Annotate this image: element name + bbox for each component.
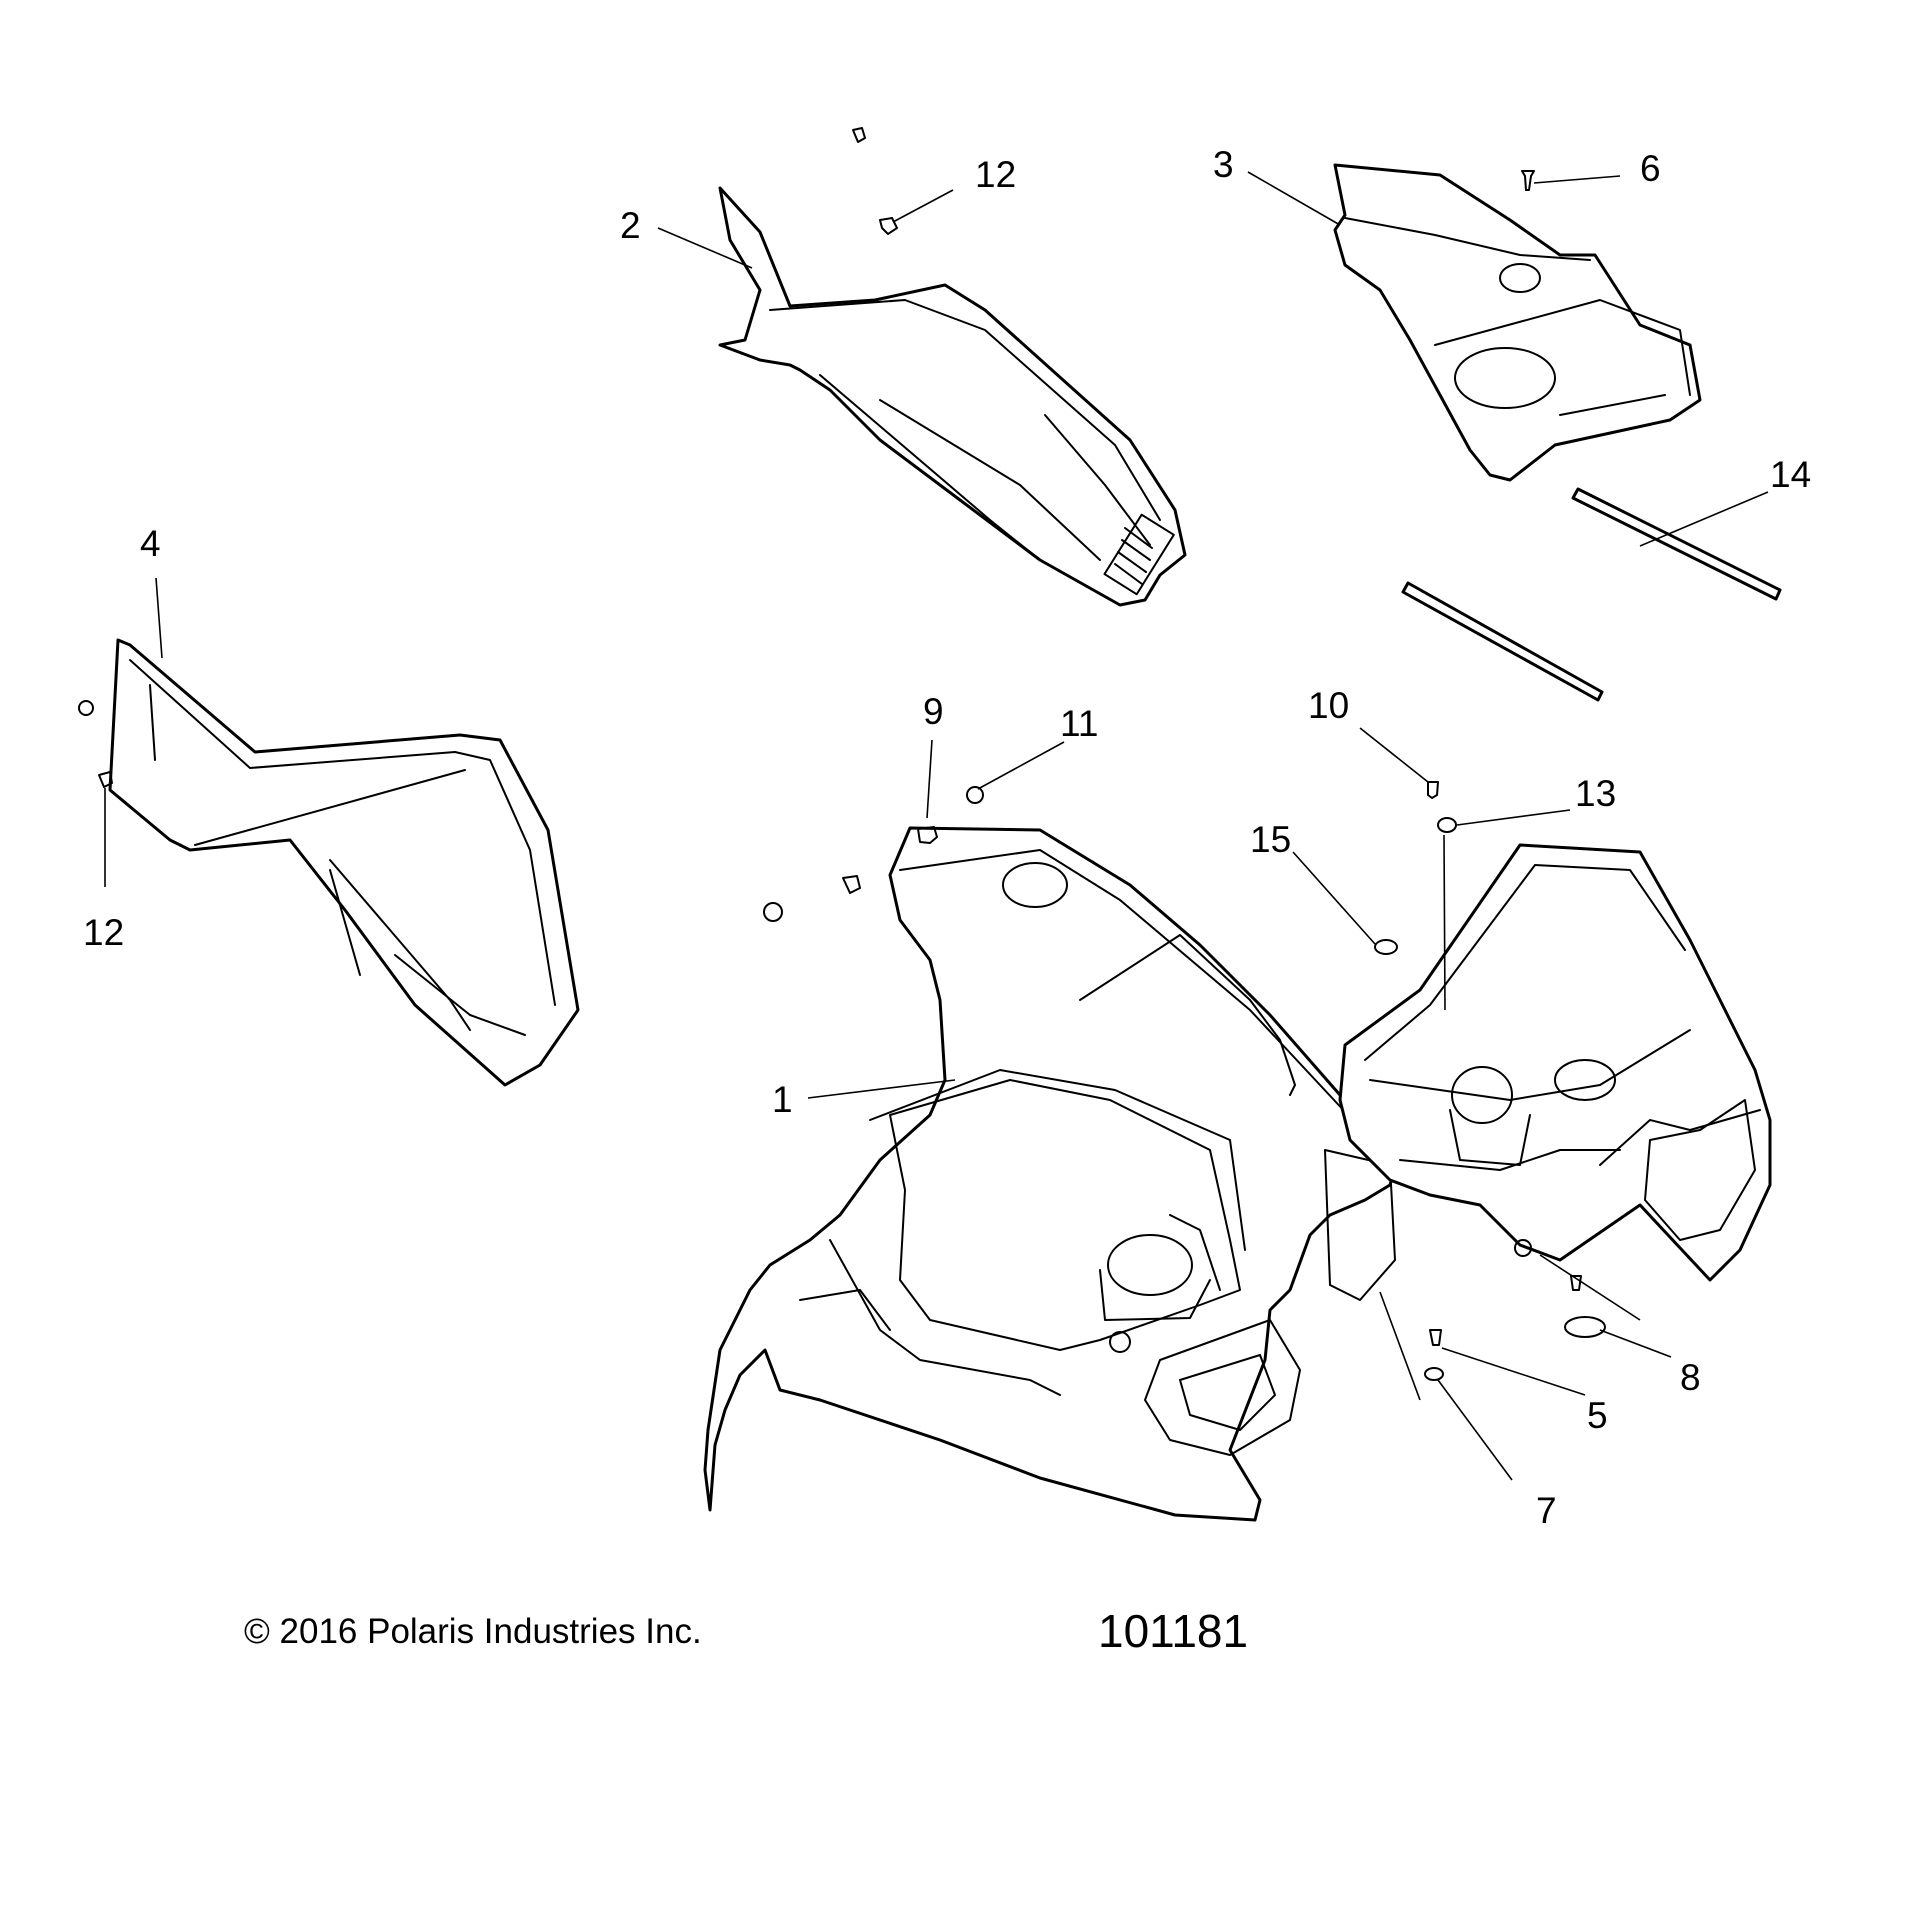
callout-10: 10	[1308, 685, 1349, 726]
copyright-notice: © 2016 Polaris Industries Inc.	[244, 1612, 702, 1651]
leader-lines	[104, 171, 1769, 1481]
callout-15: 15	[1250, 819, 1291, 860]
part-2-fender-panel	[718, 186, 1187, 607]
callout-4: 4	[140, 523, 161, 564]
callout-11: 11	[1060, 703, 1098, 744]
callout-2: 2	[620, 205, 641, 246]
drawing-number: 101181	[1098, 1605, 1249, 1657]
hardware	[78, 127, 1606, 1381]
part-4-side-panel	[108, 638, 580, 1087]
part-1-front-body	[703, 826, 1402, 1522]
callout-3: 3	[1213, 144, 1234, 185]
callout-12-left: 12	[83, 912, 124, 953]
part-1-rear-box	[1338, 843, 1772, 1282]
part-14-trim-rods	[1401, 487, 1782, 702]
callout-8: 8	[1680, 1357, 1701, 1398]
callout-13: 13	[1575, 773, 1616, 814]
callout-14: 14	[1770, 454, 1811, 495]
callout-1: 1	[772, 1079, 793, 1120]
callout-5: 5	[1587, 1395, 1608, 1436]
callout-7: 7	[1536, 1490, 1557, 1531]
part-3-rear-console	[1333, 163, 1702, 482]
callout-labels: 1 2 3 4 5 6 7 8 9 10 11 12 12 13 14 15	[83, 144, 1811, 1531]
callout-6: 6	[1640, 148, 1661, 189]
callout-9: 9	[923, 691, 944, 732]
callout-12-top: 12	[975, 154, 1016, 195]
